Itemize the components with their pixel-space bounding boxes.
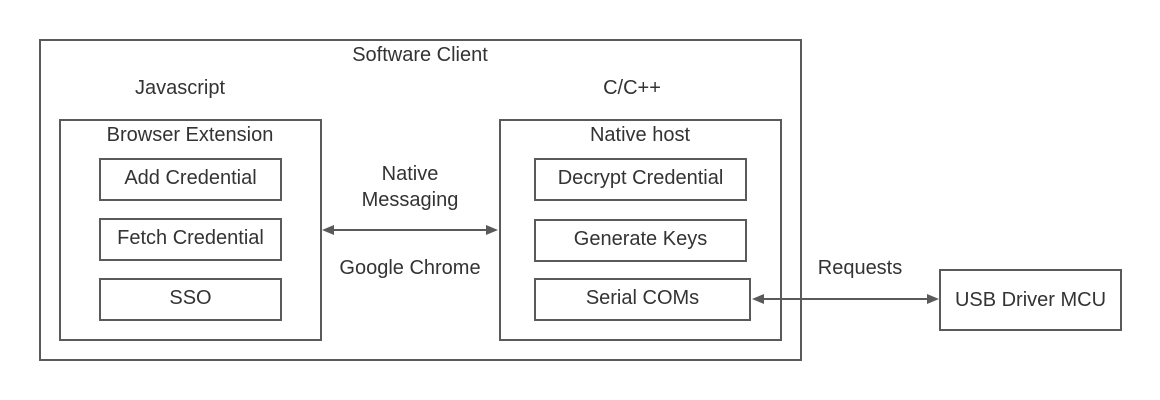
- native-messaging-arrow: [322, 225, 498, 235]
- generate-keys-box: Generate Keys: [534, 219, 747, 262]
- fetch-credential-label: Fetch Credential: [117, 227, 264, 249]
- native-host-title: Native host: [589, 124, 691, 146]
- fetch-credential-box: Fetch Credential: [99, 218, 282, 261]
- requests-label: Requests: [817, 257, 903, 279]
- serial-coms-box: Serial COMs: [534, 278, 751, 321]
- add-credential-box: Add Credential: [99, 158, 282, 201]
- serial-coms-label: Serial COMs: [585, 287, 700, 309]
- decrypt-credential-box: Decrypt Credential: [534, 158, 747, 201]
- native-messaging-line1: Native: [381, 163, 439, 185]
- generate-keys-label: Generate Keys: [573, 228, 708, 250]
- sso-box: SSO: [99, 278, 282, 321]
- software-client-title: Software Client: [352, 44, 488, 66]
- requests-arrow: [752, 294, 939, 304]
- decrypt-credential-label: Decrypt Credential: [557, 167, 724, 189]
- google-chrome-label: Google Chrome: [339, 257, 481, 279]
- native-messaging-line2: Messaging: [361, 189, 459, 211]
- add-credential-label: Add Credential: [124, 167, 257, 189]
- browser-extension-title: Browser Extension: [106, 124, 274, 146]
- sso-label: SSO: [169, 287, 212, 309]
- cpp-label: C/C++: [603, 77, 661, 99]
- usb-driver-mcu-box: USB Driver MCU: [939, 269, 1122, 331]
- javascript-label: Javascript: [134, 77, 226, 99]
- usb-driver-mcu-label: USB Driver MCU: [954, 289, 1107, 311]
